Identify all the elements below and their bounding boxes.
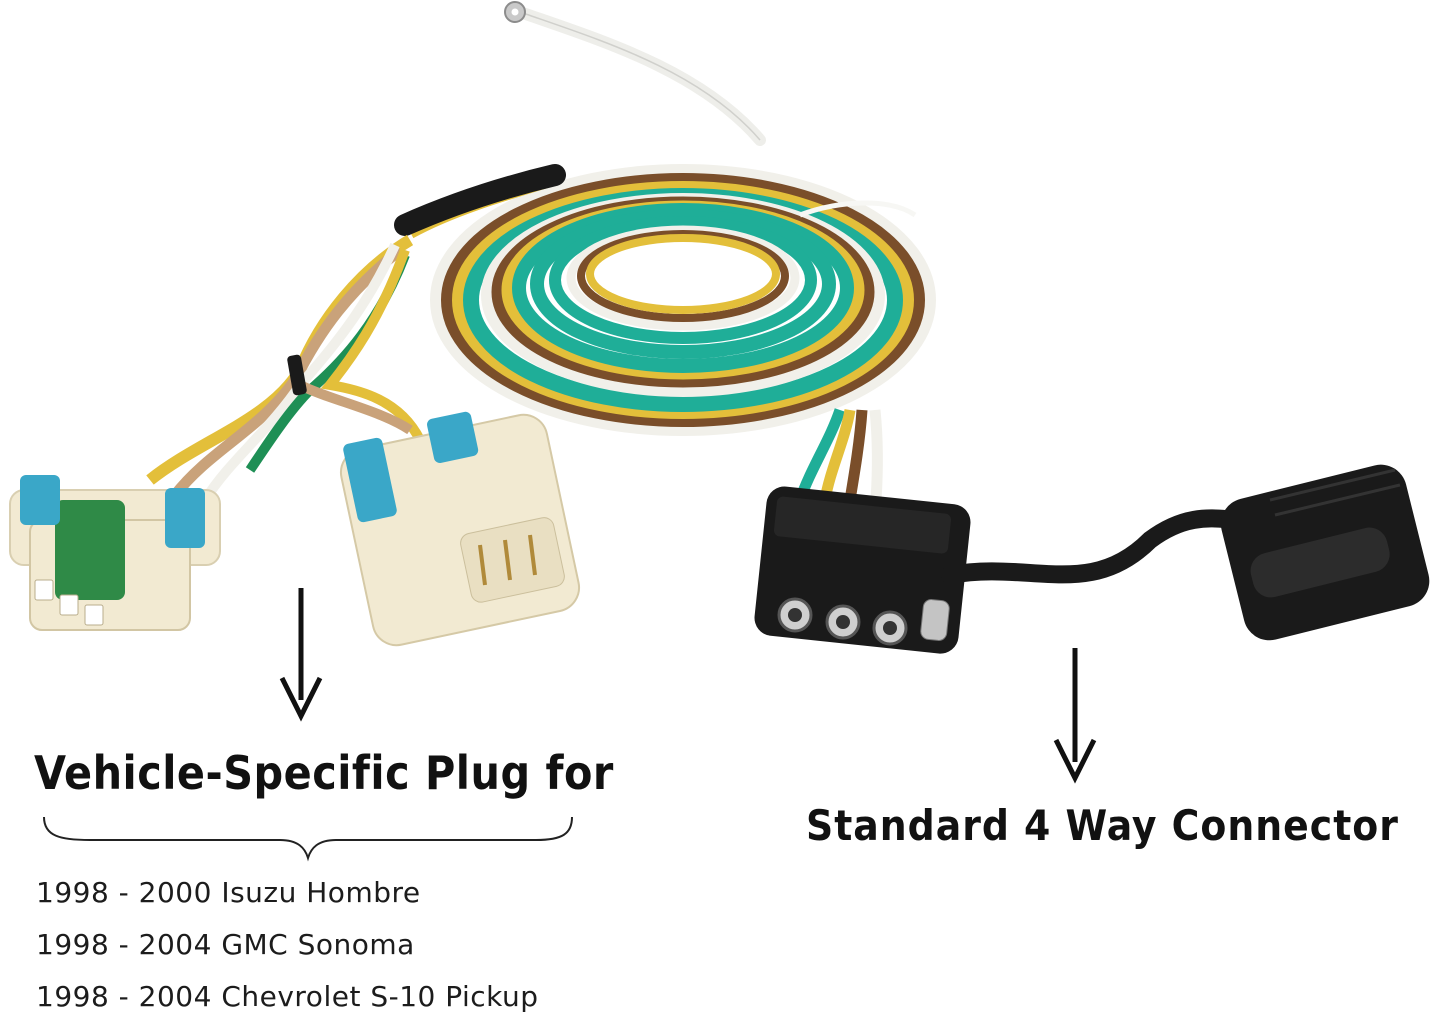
four-way-connector: [754, 486, 971, 654]
curly-brace-icon: [43, 816, 573, 862]
vehicle-compat-item: 1998 - 2004 Chevrolet S-10 Pickup: [36, 980, 539, 1013]
connector-dust-cap: [941, 464, 1430, 641]
wire-coil: [430, 164, 936, 436]
vehicle-plug-heading: Vehicle-Specific Plug for: [34, 746, 614, 800]
branch-wires: [146, 234, 425, 503]
vehicle-plug-female: [9, 475, 221, 631]
arrow-down-icon: [279, 588, 323, 722]
vehicle-compat-item: 1998 - 2000 Isuzu Hombre: [36, 876, 421, 909]
vehicle-plug-male: [339, 411, 581, 647]
connector-wires: [794, 408, 883, 502]
ground-wire: [504, 1, 766, 146]
vehicle-compat-item: 1998 - 2004 GMC Sonoma: [36, 928, 415, 961]
wire-trunk: [394, 164, 566, 239]
connector-heading: Standard 4 Way Connector: [806, 801, 1399, 850]
arrow-down-icon: [1053, 648, 1097, 784]
